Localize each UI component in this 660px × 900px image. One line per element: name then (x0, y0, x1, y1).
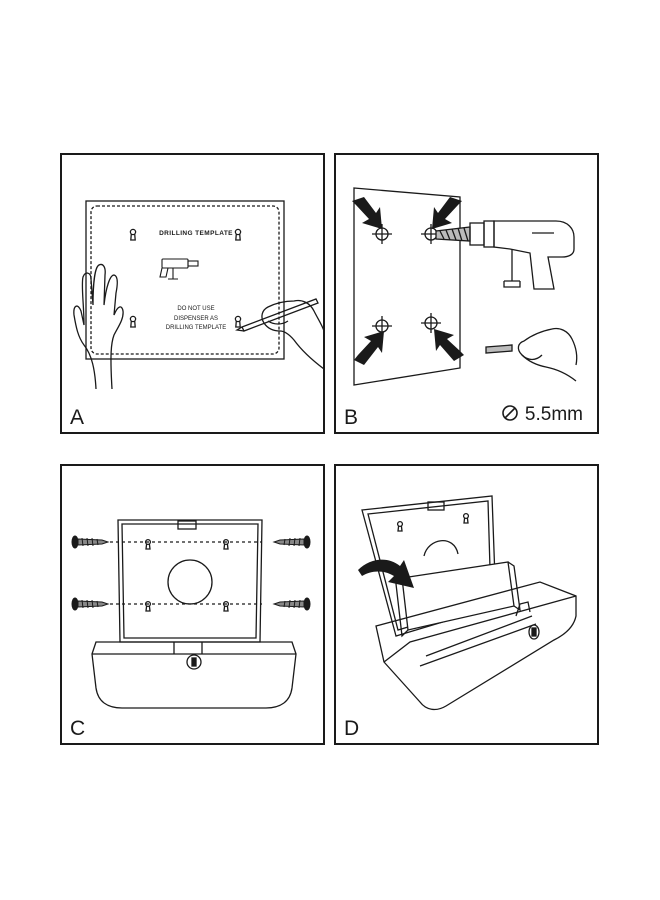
template-title: DRILLING TEMPLATE (159, 230, 233, 237)
panel-label: D (344, 717, 360, 740)
panel-label: A (70, 406, 85, 429)
panel-a-illustration (73, 200, 325, 390)
keyhole-icon (396, 520, 404, 532)
template-note-line: DRILLING TEMPLATE (165, 325, 227, 331)
screw-icon (71, 535, 110, 549)
keyhole-icon (234, 228, 242, 241)
crosshair-icon (421, 313, 441, 333)
panel-a: DRILLING TEMPLATE DO NOT USE DISPENSER A… (60, 153, 325, 434)
template-note: DO NOT USE DISPENSER AS DRILLING TEMPLAT… (126, 305, 266, 334)
arrow-icon (352, 197, 382, 229)
drill-icon (435, 220, 575, 290)
keyhole-icon (462, 512, 470, 524)
back-plate (117, 519, 263, 643)
keyhole-icon (144, 600, 152, 612)
hand-icon (73, 263, 124, 390)
hand-icon (261, 299, 325, 370)
crosshair-icon (372, 224, 392, 244)
arrow-icon (434, 329, 464, 361)
panel-label: C (70, 717, 86, 740)
drilling-template-sheet (85, 200, 285, 360)
panel-b-illustration (352, 187, 578, 386)
dispenser-base (91, 641, 297, 709)
wall-panel (353, 187, 461, 386)
keyhole-icon (222, 538, 230, 550)
latch (427, 501, 445, 511)
drill-icon (159, 258, 199, 280)
no-diameter-icon (502, 405, 518, 421)
drill-size-label: 5.5mm (501, 404, 583, 426)
arrow-icon (354, 331, 384, 365)
center-hole (167, 559, 213, 605)
arrow-icon (358, 559, 414, 588)
panel-d-illustration (358, 495, 577, 711)
paper-towel-stack (401, 561, 515, 631)
keyhole-icon (222, 600, 230, 612)
panel-label: B (344, 406, 359, 429)
screw-icon (485, 344, 513, 354)
latch (177, 520, 197, 530)
panel-c-illustration (71, 519, 311, 709)
screw-icon (272, 597, 311, 611)
lock-icon (186, 654, 202, 670)
keyhole-icon (129, 228, 137, 241)
panel-d: D (334, 464, 599, 745)
screw-icon (71, 597, 110, 611)
dispenser-base (375, 581, 577, 711)
center-hole (423, 540, 459, 557)
keyhole-icon (129, 315, 137, 328)
hand-icon (517, 327, 578, 382)
screw-icon (272, 535, 311, 549)
template-note-line: DO NOT USE (177, 306, 215, 312)
template-note-line: DISPENSER AS (173, 315, 218, 322)
panel-b: 5.5mm B (334, 153, 599, 434)
lock-icon (528, 624, 540, 640)
keyhole-icon (234, 315, 242, 328)
pen-icon (235, 298, 319, 332)
drill-size-value: 5.5mm (524, 404, 583, 425)
keyhole-icon (144, 538, 152, 550)
panel-c: C (60, 464, 325, 745)
arrow-icon (432, 197, 462, 229)
